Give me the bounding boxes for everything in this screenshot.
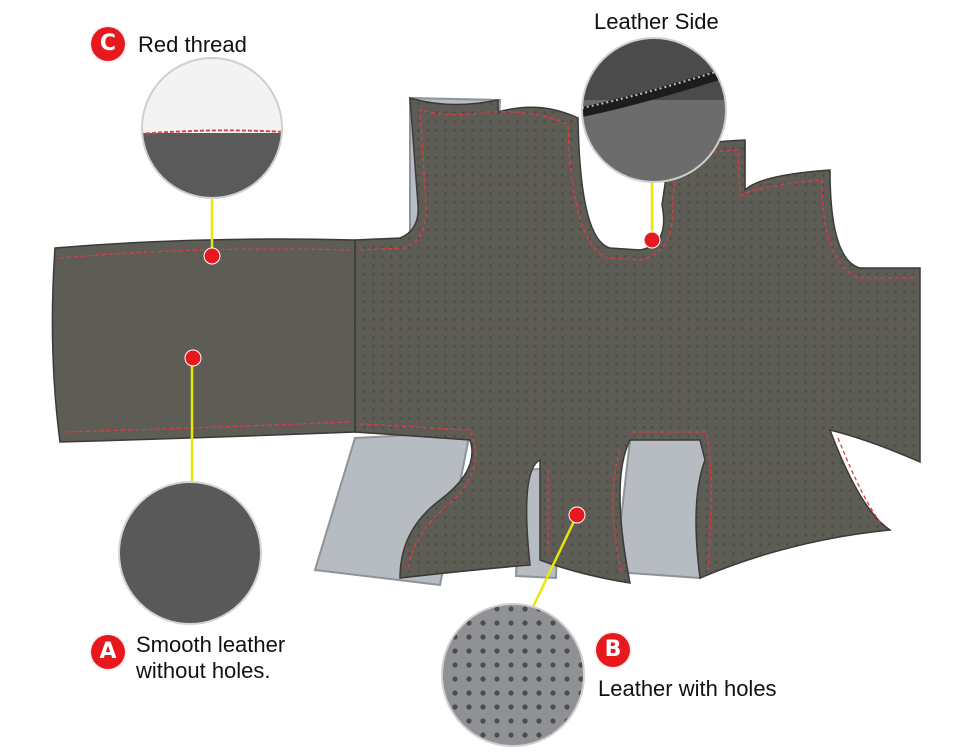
badge-a: A [91, 635, 125, 669]
marker-b [568, 506, 586, 524]
smooth-leather-band [51, 238, 356, 443]
badge-b: B [596, 633, 630, 667]
marker-a [184, 349, 202, 367]
label-leather-with-holes: Leather with holes [598, 676, 777, 701]
label-smooth-leather: Smooth leather without holes. [136, 632, 285, 684]
label-red-thread: Red thread [138, 32, 247, 57]
zoom-circle-leather-side [581, 37, 727, 183]
marker-c [203, 247, 221, 265]
zoom-circle-perforated-leather [441, 603, 585, 747]
perforated-leather-piece [354, 96, 921, 584]
marker-dots [184, 231, 661, 524]
zoom-circle-red-thread [141, 57, 283, 199]
badge-c: C [91, 27, 125, 61]
label-smooth-leather-line2: without holes. [136, 658, 271, 683]
zoom-circle-smooth-leather [118, 481, 262, 625]
label-smooth-leather-line1: Smooth leather [136, 632, 286, 657]
label-leather-side: Leather Side [594, 9, 719, 34]
marker-leather-side [643, 231, 661, 249]
leader-lines [190, 178, 654, 631]
